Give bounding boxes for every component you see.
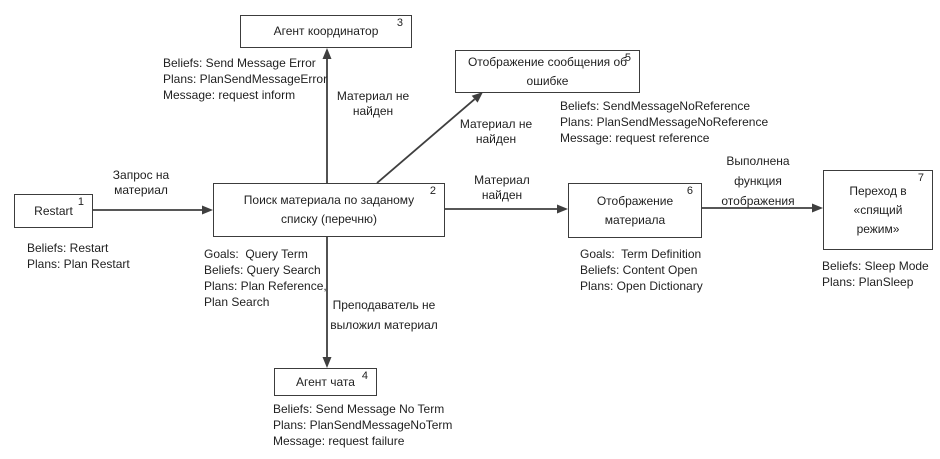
arrow-no-material-head [322, 357, 332, 368]
node-display-number: 6 [686, 185, 693, 197]
annotation-error-message: Beliefs: SendMessageNoReference Plans: P… [560, 99, 769, 145]
edge-label-found: Материал найден [474, 173, 530, 202]
node-chat-agent: 4 Агент чата [274, 368, 377, 396]
node-sleep-label-line2: «спящий [853, 202, 903, 217]
node-display-label-line2: материала [604, 212, 666, 227]
annotation-display: Goals: Term Definition Beliefs: Content … [580, 247, 703, 293]
arrow-not-found-coordinator-head [322, 48, 332, 59]
annotation-coordinator: Beliefs: Send Message Error Plans: PlanS… [163, 56, 328, 102]
node-coordinator-agent: 3 Агент координатор [240, 15, 412, 48]
node-error-label-line1: Отображение сообщения об [467, 54, 628, 69]
node-coordinator-number: 3 [396, 17, 403, 29]
node-sleep-label-line1: Переход в [849, 183, 907, 198]
node-restart: 1 Restart [14, 194, 93, 228]
node-restart-label: Restart [34, 203, 73, 218]
annotation-search: Goals: Query Term Beliefs: Query Search … [204, 247, 327, 309]
node-search-number: 2 [429, 185, 436, 197]
node-search-label-line1: Поиск материала по заданому [243, 193, 415, 207]
node-search-material: 2 Поиск материала по заданому списку (пе… [213, 183, 445, 237]
annotation-sleep: Beliefs: Sleep Mode Plans: PlanSleep [822, 259, 929, 289]
edge-label-request-material: Запрос на материал [112, 168, 170, 197]
node-sleep-number: 7 [917, 172, 924, 184]
edge-label-no-material: Преподаватель не выложил материал [330, 298, 438, 332]
node-chat-number: 4 [361, 370, 368, 382]
arrow-request-material-head [202, 205, 213, 215]
edge-label-display-done: Выполнена функция отображения [721, 154, 795, 208]
node-display-label-line1: Отображение [596, 193, 674, 208]
node-error-message: 5 Отображение сообщения об ошибке [455, 50, 640, 93]
node-sleep-mode: 7 Переход в «спящий режим» [823, 170, 933, 250]
edge-label-not-found-coordinator: Материал не найден [336, 89, 410, 118]
node-display-material: 6 Отображение материала [568, 183, 702, 238]
node-search-label-line2: списку (перечню) [281, 212, 377, 226]
node-chat-label: Агент чата [296, 374, 355, 389]
arrow-not-found-error-line [376, 98, 476, 184]
arrow-display-done-head [812, 203, 823, 213]
annotation-chat: Beliefs: Send Message No Term Plans: Pla… [273, 402, 453, 448]
node-coordinator-label: Агент координатор [273, 24, 379, 38]
edge-label-not-found-error: Материал не найден [459, 117, 533, 146]
annotation-restart: Beliefs: Restart Plans: Plan Restart [27, 241, 130, 271]
node-error-number: 5 [624, 52, 631, 64]
arrow-not-found-error-head [471, 92, 483, 103]
node-error-label-line2: ошибке [526, 73, 569, 88]
node-sleep-label-line3: режим» [856, 221, 900, 236]
arrow-found-head [557, 204, 568, 214]
node-restart-number: 1 [77, 196, 84, 208]
